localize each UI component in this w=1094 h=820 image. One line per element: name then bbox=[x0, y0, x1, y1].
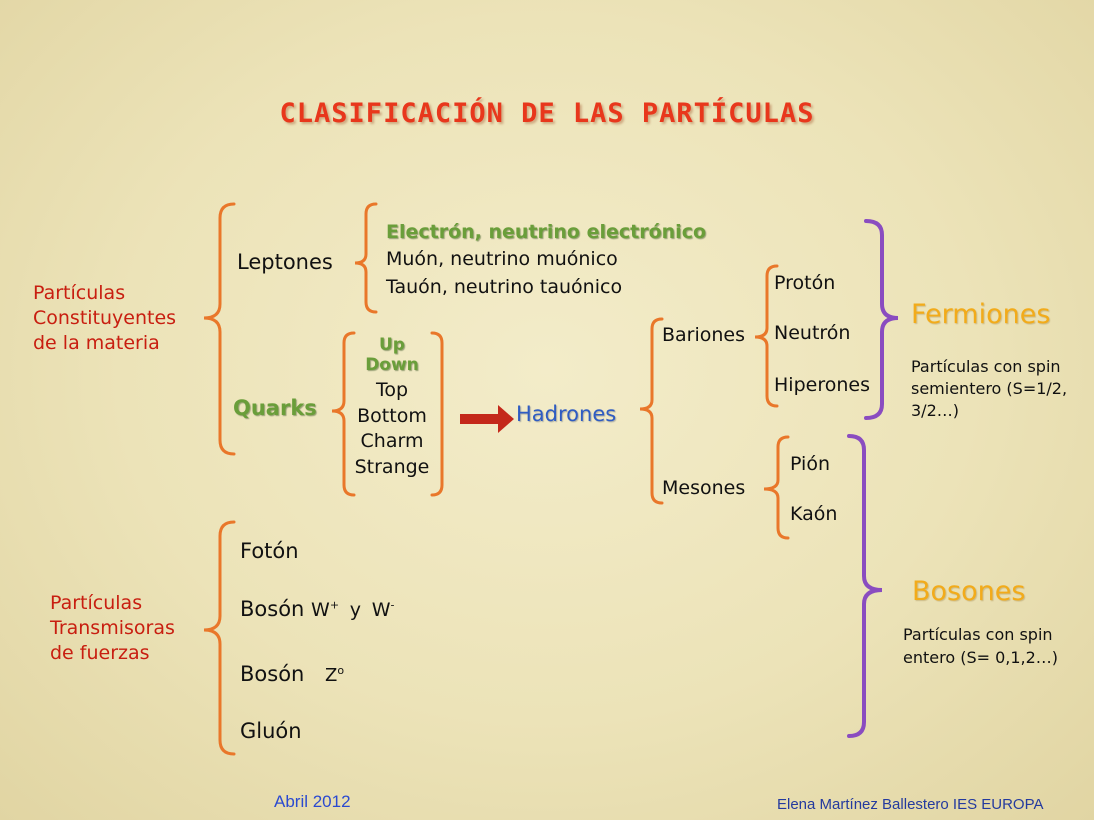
quark-up: Up bbox=[379, 335, 405, 355]
label-constituent-3: de la materia bbox=[33, 332, 160, 354]
bosones-desc-2: entero (S= 0,1,2…) bbox=[903, 648, 1059, 667]
quark-down: Down bbox=[365, 354, 419, 375]
lepton-electron: Electrón, neutrino electrónico bbox=[386, 221, 707, 243]
gluon: Gluón bbox=[240, 719, 302, 743]
bracket-constituent bbox=[203, 202, 236, 456]
bracket-hadrones bbox=[639, 317, 664, 505]
boson-z-label: Bosón bbox=[240, 662, 305, 686]
z-letter: Z bbox=[325, 665, 338, 686]
quarks-list: Up Down Top Bottom Charm Strange bbox=[332, 333, 452, 480]
boson-w-label: Bosón bbox=[240, 597, 305, 621]
fermiones-label: Fermiones bbox=[911, 299, 1051, 330]
bracket-bosones bbox=[847, 434, 883, 738]
bosones-desc-1: Partículas con spin bbox=[903, 625, 1053, 644]
label-transmitter-3: de fuerzas bbox=[50, 642, 150, 664]
w-plus-sup: + bbox=[329, 598, 340, 612]
label-constituent-1: Partículas bbox=[33, 282, 126, 304]
bracket-leptones bbox=[354, 202, 378, 314]
lepton-tauon: Tauón, neutrino tauónico bbox=[386, 276, 623, 298]
meson-pion: Pión bbox=[790, 453, 830, 475]
bracket-mesones bbox=[763, 435, 790, 540]
leptones-label: Leptones bbox=[237, 250, 333, 274]
w-plus: W+ bbox=[311, 599, 339, 621]
label-transmitter-2: Transmisoras bbox=[50, 617, 175, 639]
mesones-label: Mesones bbox=[662, 477, 746, 499]
foton: Fotón bbox=[240, 539, 299, 563]
meson-kaon: Kaón bbox=[790, 503, 838, 525]
boson-z: Bosón Zo bbox=[240, 662, 344, 687]
w-minus-letter: W bbox=[371, 599, 391, 621]
bracket-fermiones bbox=[864, 219, 899, 420]
bracket-bariones bbox=[754, 264, 779, 408]
bariones-label: Bariones bbox=[662, 324, 746, 346]
z-sup: o bbox=[337, 664, 345, 677]
fermiones-desc-3: 3/2…) bbox=[911, 401, 959, 420]
bracket-quarks-right bbox=[430, 331, 444, 497]
barion-hiperones: Hiperones bbox=[774, 374, 870, 396]
fermiones-desc-1: Partículas con spin bbox=[911, 357, 1061, 376]
label-constituent-2: Constituyentes bbox=[33, 307, 177, 329]
w-minus: W- bbox=[372, 599, 395, 621]
lepton-muon: Muón, neutrino muónico bbox=[386, 248, 618, 270]
fermiones-desc-2: semientero (S=1/2, bbox=[911, 379, 1068, 398]
barion-proton: Protón bbox=[774, 272, 836, 294]
w-plus-letter: W bbox=[311, 599, 330, 621]
quark-charm: Charm bbox=[360, 430, 424, 452]
bracket-quarks-left bbox=[331, 331, 356, 497]
quarks-label: Quarks bbox=[233, 396, 317, 420]
hadrones-label: Hadrones bbox=[516, 402, 617, 426]
footer-author: Elena Martínez Ballestero IES EUROPA bbox=[777, 796, 1044, 813]
barion-neutron: Neutrón bbox=[774, 322, 851, 344]
quark-top: Top bbox=[375, 379, 409, 401]
conj-y: y bbox=[349, 599, 361, 621]
footer-date: Abril 2012 bbox=[274, 792, 351, 811]
quark-strange: Strange bbox=[354, 455, 430, 478]
bosones-label: Bosones bbox=[912, 576, 1026, 607]
w-minus-sup: - bbox=[390, 598, 395, 612]
label-transmitter-1: Partículas bbox=[50, 592, 143, 614]
bracket-transmitter bbox=[203, 520, 236, 756]
z-particle: Zo bbox=[325, 664, 345, 686]
arrow-to-hadrones bbox=[460, 405, 514, 433]
boson-w: Bosón W+ y W- bbox=[240, 597, 394, 622]
page-title: CLASIFICACIÓN DE LAS PARTÍCULAS bbox=[279, 98, 815, 129]
quark-bottom: Bottom bbox=[357, 404, 427, 427]
